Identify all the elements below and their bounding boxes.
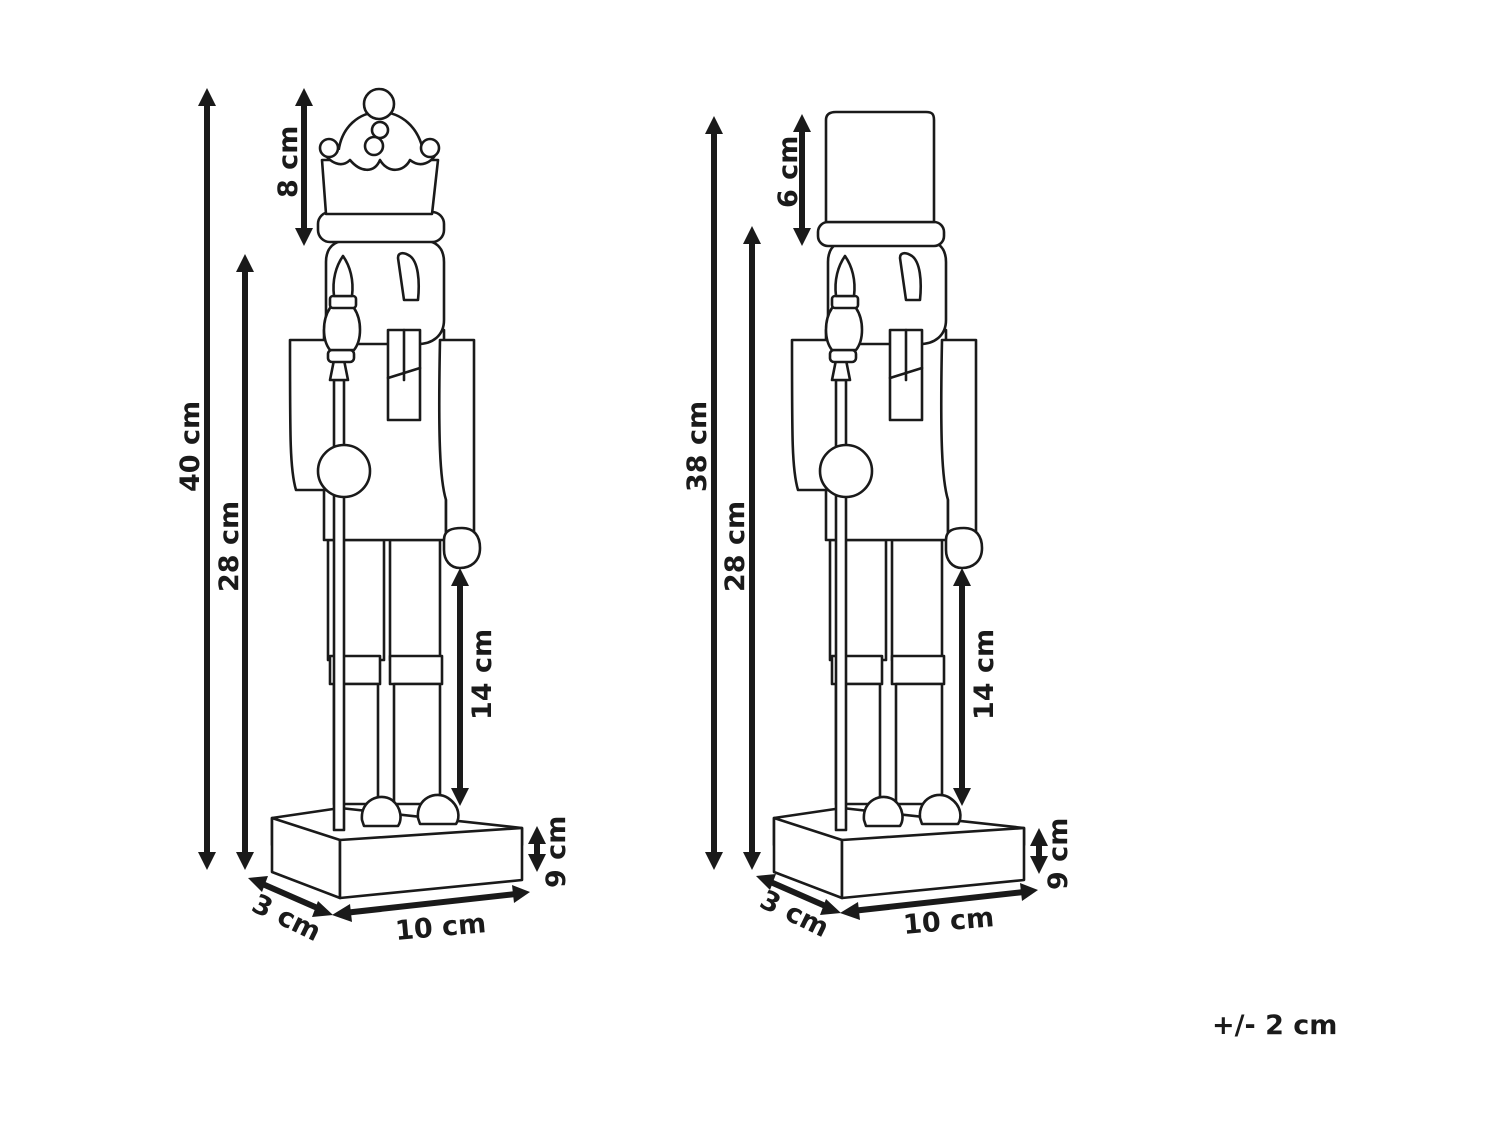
dim-leg-height-label-2: 14 cm [969,629,1000,720]
tolerance-note: +/- 2 cm [1212,1010,1338,1041]
nutcracker-figure-crown [270,87,524,900]
dim-base-width-label-2: 10 cm [902,902,995,941]
dimensions-left: 40 cm 28 cm 8 cm 14 cm 9 cm 3 cm 10 cm [175,88,572,948]
dim-hat-height-label-2: 6 cm [773,136,804,208]
dim-body-height-label-2: 28 cm [720,501,751,592]
dim-base-height-label-2: 9 cm [1043,818,1074,890]
dim-total-height-label-2: 38 cm [682,401,713,492]
dim-base-height-label: 9 cm [541,816,572,888]
dim-leg-height-label: 14 cm [467,629,498,720]
dim-body-height-label: 28 cm [214,501,245,592]
nutcracker-figure-top-hat [772,110,1026,900]
dim-hat-height-label: 8 cm [273,126,304,198]
dim-total-height-label: 40 cm [175,401,206,492]
dimensions-right: 38 cm 28 cm 6 cm 14 cm 9 cm 3 cm 10 cm [682,114,1074,944]
dim-base-width-label: 10 cm [394,908,487,947]
